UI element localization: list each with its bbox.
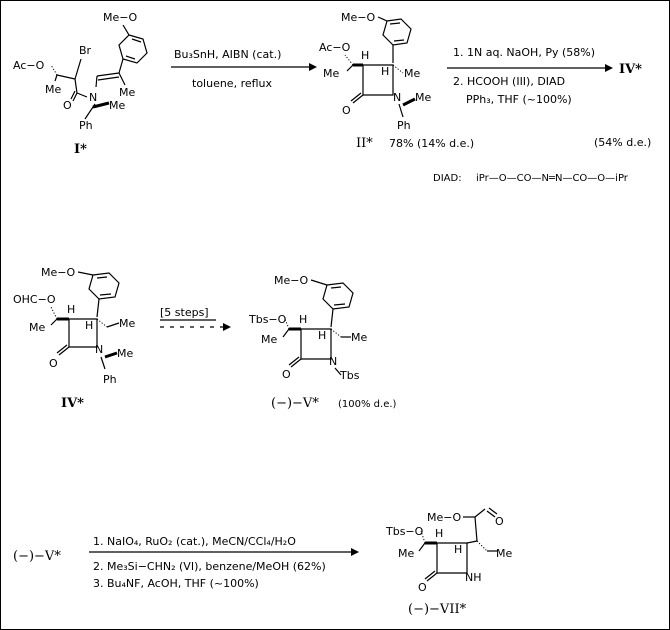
ph-text: Ph — [103, 373, 117, 386]
compound-I-label: I* — [74, 142, 87, 157]
n-text: N — [393, 91, 401, 104]
compound-IV-structure: Me−O N O H H Me Me Ph Me OHC−O IV* — [13, 266, 135, 411]
compound-IV-label: IV* — [61, 396, 84, 411]
compound-V-structure: Me−O N O H H Me Tbs Me Tbs−O (−)−V* (100… — [248, 274, 397, 411]
tbso-text: Tbs−O — [385, 525, 424, 538]
me-text: Me — [117, 347, 133, 360]
compound-V-de: (100% d.e.) — [338, 399, 397, 410]
me-text: Me — [119, 86, 135, 99]
step4-line3: 3. Bu₄NF, AcOH, THF (~100%) — [93, 577, 259, 590]
step2-line1: 1. 1N aq. NaOH, Py (58%) — [453, 46, 595, 59]
step2-line2: 2. HCOOH (III), DIAD — [453, 75, 565, 88]
diad-definition: DIAD: iPr—O—CO—N═N—CO—O—iPr — [433, 173, 629, 184]
n-text: N — [95, 343, 103, 356]
reaction-arrow-1: Bu₃SnH, AIBN (cat.) toluene, reflux — [171, 48, 317, 90]
h-text: H — [85, 319, 93, 332]
me-text: Me — [404, 67, 420, 80]
aco-text: Ac−O — [319, 41, 351, 54]
diad-formula: iPr—O—CO—N═N—CO—O—iPr — [476, 173, 629, 184]
me-text: Me — [109, 99, 125, 112]
meo-text: Me−O — [103, 11, 137, 24]
diad-key: DIAD: — [433, 173, 462, 184]
step3-reagent: [5 steps] — [160, 306, 209, 319]
tbso-text: Tbs−O — [248, 313, 287, 326]
ohco-text: OHC−O — [13, 293, 56, 306]
h-text: H — [361, 49, 369, 62]
me-text: Me — [398, 547, 414, 560]
ph-text: Ph — [79, 119, 93, 132]
o-text: O — [282, 368, 291, 381]
h-text: H — [67, 303, 75, 316]
nh-text: NH — [465, 571, 482, 584]
me-text: Me — [29, 321, 45, 334]
meo-text: Me−O — [341, 11, 375, 24]
compound-II-structure: Me−O N O H H Me Me Ph Me Ac−O II* 78% (1… — [319, 11, 474, 151]
reaction-arrow-2: 1. 1N aq. NaOH, Py (58%) IV* 2. HCOOH (I… — [447, 46, 651, 149]
reaction-arrow-4: (−)−V* 1. NaIO₄, RuO₂ (cat.), MeCN/CCl₄/… — [13, 535, 359, 590]
step2-line3: PPh₃, THF (~100%) — [466, 93, 572, 106]
h-text: H — [299, 313, 307, 326]
step4-start-label: (−)−V* — [13, 549, 61, 564]
step1-reagent-bottom: toluene, reflux — [192, 77, 273, 90]
me-text: Me — [496, 547, 512, 560]
meo-text: Me−O — [41, 266, 75, 279]
me-text: Me — [323, 67, 339, 80]
compound-II-label: II* — [356, 136, 373, 151]
compound-I-structure: Me−O Me N Me Ph O Br Me Ac−O I* — [13, 11, 148, 157]
br-text: Br — [79, 44, 92, 57]
o-text: O — [495, 515, 504, 528]
o-text: O — [63, 99, 72, 112]
me-text: Me — [351, 331, 367, 344]
step4-line2: 2. Me₃Si−CHN₂ (VI), benzene/MeOH (62%) — [93, 560, 326, 573]
h-text: H — [318, 329, 326, 342]
step4-line1: 1. NaIO₄, RuO₂ (cat.), MeCN/CCl₄/H₂O — [93, 535, 296, 548]
step2-product-label: IV* — [619, 62, 642, 77]
h-text: H — [435, 527, 443, 540]
h-text: H — [381, 65, 389, 78]
step2-yield: (54% d.e.) — [594, 136, 651, 149]
me-text: Me — [45, 83, 61, 96]
compound-VII-structure: Me−O O Me NH O H H Me Tbs−O (−)−VII* — [385, 507, 512, 617]
ph-text: Ph — [397, 119, 411, 132]
me-text: Me — [119, 317, 135, 330]
me-text: Me — [415, 91, 431, 104]
meo-ester-text: Me−O — [427, 511, 461, 524]
me-text: Me — [261, 333, 277, 346]
o-text: O — [342, 104, 351, 117]
meo-text: Me−O — [274, 274, 308, 287]
tbs-text: Tbs — [339, 369, 360, 382]
aco-text: Ac−O — [13, 59, 45, 72]
h-text: H — [454, 543, 462, 556]
o-text: O — [49, 357, 58, 370]
reaction-arrow-3: [5 steps] — [160, 306, 231, 331]
step1-reagent-top: Bu₃SnH, AIBN (cat.) — [174, 48, 281, 61]
compound-V-label: (−)−V* — [271, 396, 319, 411]
compound-II-yield: 78% (14% d.e.) — [389, 137, 474, 150]
n-text: N — [329, 355, 337, 368]
n-text: N — [89, 91, 97, 104]
compound-VII-label: (−)−VII* — [408, 602, 467, 617]
o-text: O — [418, 581, 427, 594]
